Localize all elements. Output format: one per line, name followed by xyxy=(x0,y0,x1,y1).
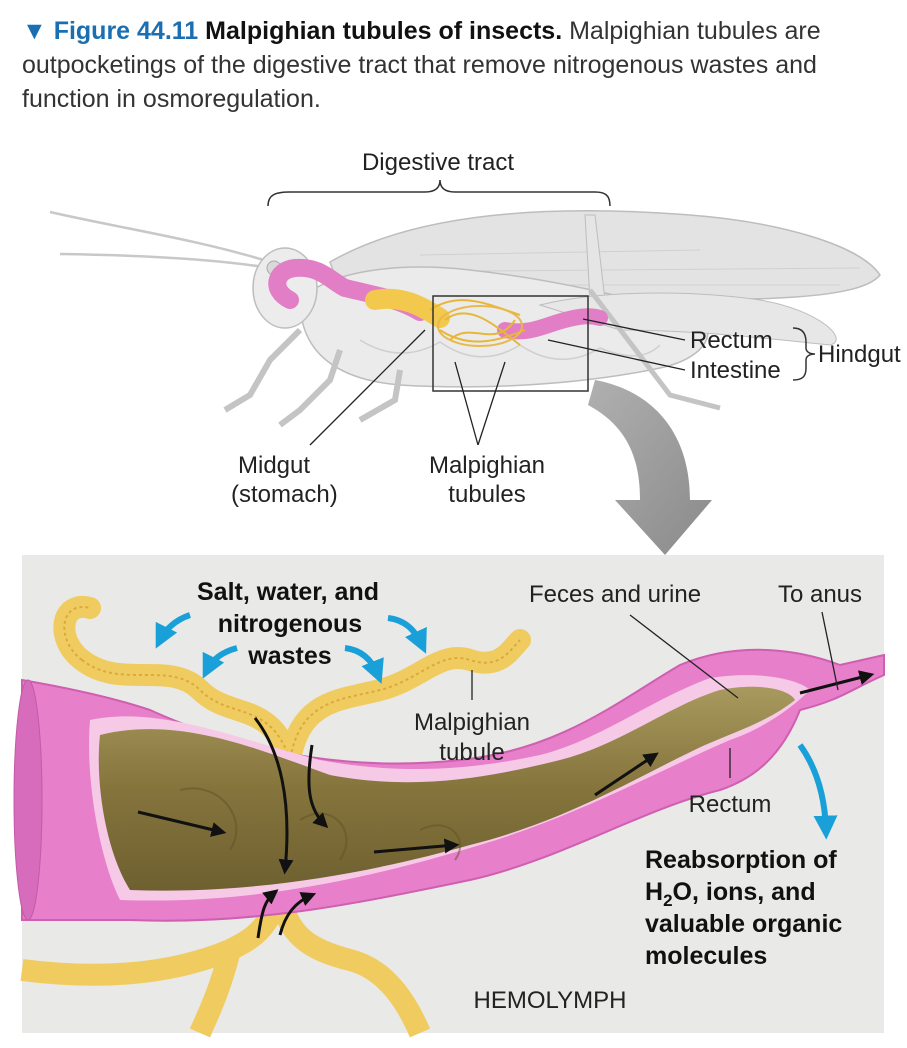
label-stomach: (stomach) xyxy=(231,481,338,508)
label-to-anus: To anus xyxy=(778,581,862,608)
blue-diffusion-arrows xyxy=(155,612,838,840)
label-rectum-upper: Rectum xyxy=(690,327,773,354)
upper-leader-lines xyxy=(309,318,686,446)
zoom-panel: Salt, water, and nitrogenous wastes Fece… xyxy=(13,555,885,1038)
label-feces-urine: Feces and urine xyxy=(529,581,701,608)
label-malpighian-upper: Malpighian xyxy=(429,452,545,479)
lower-leader-lines xyxy=(471,611,839,778)
label-tubule: tubule xyxy=(439,739,504,766)
gut-contents xyxy=(98,686,795,891)
hindgut-bracket xyxy=(792,327,816,381)
zoom-arrow-icon xyxy=(588,380,712,555)
figure-label: ▼ Figure 44.11 xyxy=(22,17,199,45)
grasshopper-illustration xyxy=(49,210,881,428)
label-hemolymph: HEMOLYMPH xyxy=(474,987,627,1014)
flow-arrows xyxy=(137,670,875,939)
label-malpighian-tubule: Malpighian xyxy=(414,709,530,736)
label-nitrogenous: nitrogenous xyxy=(218,610,362,638)
label-hindgut: Hindgut xyxy=(818,341,901,368)
label-h2o-ions: H2O, ions, and xyxy=(645,878,816,910)
label-reabsorption: Reabsorption of xyxy=(645,846,837,874)
label-rectum-lower: Rectum xyxy=(689,791,772,818)
figure-caption: ▼ Figure 44.11 Malpighian tubules of ins… xyxy=(22,14,882,116)
zoom-box xyxy=(432,295,589,392)
label-intestine: Intestine xyxy=(690,357,781,384)
digestive-tract-bracket xyxy=(267,179,611,207)
figure-description: Malpighian tubules are outpocketings of … xyxy=(22,17,821,113)
label-midgut: Midgut xyxy=(238,452,310,479)
label-wastes: wastes xyxy=(247,642,331,670)
label-digestive-tract: Digestive tract xyxy=(362,149,514,176)
label-valuable-organic: valuable organic xyxy=(645,910,842,938)
figure-title: Malpighian tubules of insects. xyxy=(205,17,563,45)
label-salt-water: Salt, water, and xyxy=(197,578,379,606)
label-tubules-upper: tubules xyxy=(448,481,525,508)
label-molecules: molecules xyxy=(645,942,767,970)
